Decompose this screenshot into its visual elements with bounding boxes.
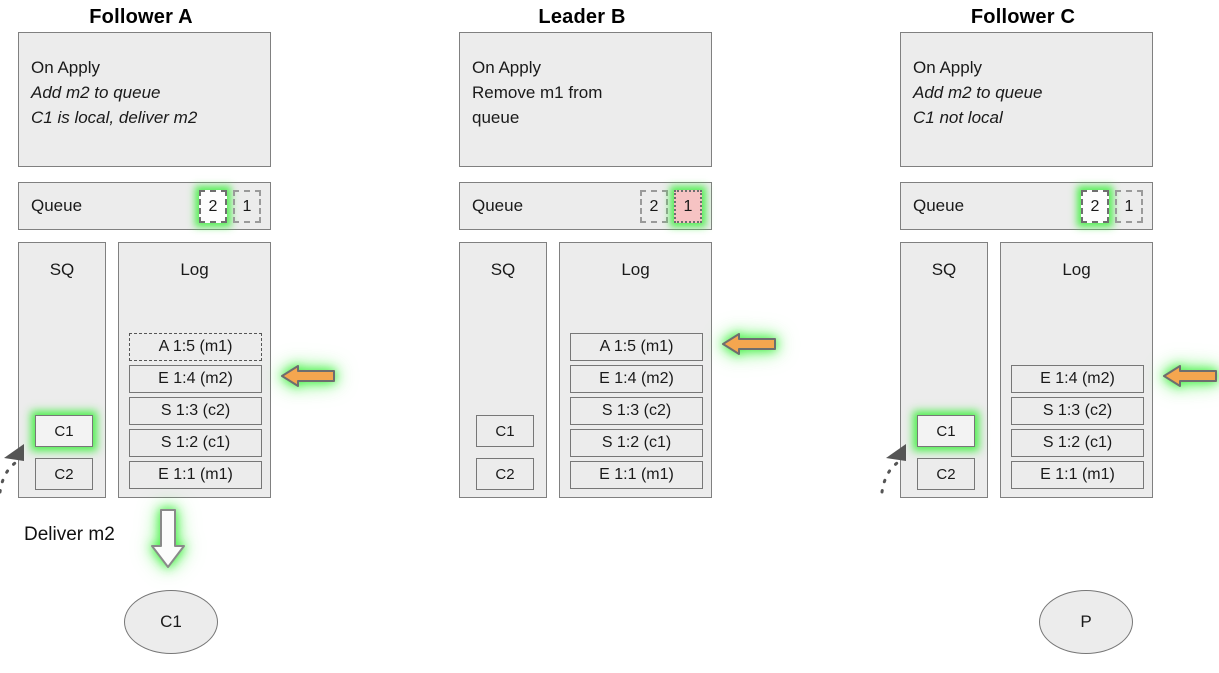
queue-label: Queue	[31, 196, 83, 215]
on-apply-text: On Apply Add m2 to queue C1 not local	[913, 55, 1042, 130]
queue-slot: 1	[233, 190, 261, 223]
queue-slots: 2 1	[640, 190, 702, 223]
sq-client-c2: C2	[917, 458, 975, 490]
log-entries: E 1:1 (m1) S 1:2 (c1) S 1:3 (c2) E 1:4 (…	[570, 333, 703, 489]
log-header: Log	[621, 260, 650, 279]
on-apply-line-2: Add m2 to queue	[31, 83, 161, 102]
log-panel: Log E 1:1 (m1) S 1:2 (c1) S 1:3 (c2) E 1…	[118, 242, 271, 498]
sq-panel: SQ C1 C2	[900, 242, 988, 498]
node-column-follower-c: Follower C On Apply Add m2 to queue C1 n…	[880, 0, 1217, 673]
on-apply-panel: On Apply Add m2 to queue C1 not local	[900, 32, 1153, 167]
log-header: Log	[180, 260, 209, 279]
on-apply-line-3: C1 not local	[913, 108, 1003, 127]
sq-client-c1: C1	[476, 415, 534, 447]
log-panel: Log E 1:1 (m1) S 1:2 (c1) S 1:3 (c2) E 1…	[1000, 242, 1153, 498]
sq-panel: SQ C1 C2	[459, 242, 547, 498]
column-title: Follower A	[89, 6, 193, 28]
sq-header: SQ	[490, 260, 516, 279]
on-apply-text: On Apply Add m2 to queue C1 is local, de…	[31, 55, 197, 130]
column-title: Follower C	[970, 6, 1076, 28]
queue-slot: 1	[1115, 190, 1143, 223]
on-apply-line-3: queue	[472, 108, 520, 127]
queue-slots: 2 1	[1081, 190, 1143, 223]
queue-panel: Queue 2 1	[18, 182, 271, 230]
apply-pointer-arrow-icon	[280, 362, 336, 390]
column-title: Leader B	[538, 6, 626, 28]
session-pointer-icon	[878, 420, 914, 500]
log-panel: Log E 1:1 (m1) S 1:2 (c1) S 1:3 (c2) E 1…	[559, 242, 712, 498]
node-column-follower-a: Follower A On Apply Add m2 to queue C1 i…	[0, 0, 335, 673]
log-entries: E 1:1 (m1) S 1:2 (c1) S 1:3 (c2) E 1:4 (…	[1011, 365, 1144, 489]
queue-slot: 2	[640, 190, 668, 223]
sq-client-c2: C2	[476, 458, 534, 490]
queue-slots: 2 1	[199, 190, 261, 223]
queue-panel: Queue 2 1	[459, 182, 712, 230]
queue-label: Queue	[913, 196, 965, 215]
on-apply-header: On Apply	[472, 58, 541, 77]
sq-header: SQ	[931, 260, 957, 279]
log-header: Log	[1062, 260, 1091, 279]
apply-pointer-arrow-icon	[721, 330, 777, 358]
sq-client-c2: C2	[35, 458, 93, 490]
queue-slot: 2	[1081, 190, 1109, 223]
log-entry: E 1:4 (m2)	[129, 365, 262, 393]
deliver-label: Deliver m2	[24, 524, 115, 545]
sq-panel: SQ C1 C2	[18, 242, 106, 498]
queue-slot: 1	[674, 190, 702, 223]
log-entry: S 1:3 (c2)	[1011, 397, 1144, 425]
node-column-leader-b: Leader B On Apply Remove m1 from queue Q…	[451, 0, 1133, 673]
sq-header: SQ	[49, 260, 75, 279]
sq-client-c1: C1	[917, 415, 975, 447]
log-entry: S 1:3 (c2)	[129, 397, 262, 425]
log-entry: E 1:1 (m1)	[1011, 461, 1144, 489]
on-apply-header: On Apply	[31, 58, 100, 77]
on-apply-line-3: C1 is local, deliver m2	[31, 108, 198, 127]
log-entry: E 1:1 (m1)	[129, 461, 262, 489]
queue-panel: Queue 2 1	[900, 182, 1153, 230]
endpoint-node: C1	[124, 590, 218, 654]
log-entry: S 1:3 (c2)	[570, 397, 703, 425]
deliver-arrow-icon	[150, 508, 186, 570]
log-entry: S 1:2 (c1)	[1011, 429, 1144, 457]
log-entry: E 1:4 (m2)	[570, 365, 703, 393]
queue-slot: 2	[199, 190, 227, 223]
session-pointer-icon	[0, 420, 32, 500]
log-entry: E 1:1 (m1)	[570, 461, 703, 489]
log-entries: E 1:1 (m1) S 1:2 (c1) S 1:3 (c2) E 1:4 (…	[129, 333, 262, 489]
log-entry: E 1:4 (m2)	[1011, 365, 1144, 393]
on-apply-panel: On Apply Add m2 to queue C1 is local, de…	[18, 32, 271, 167]
on-apply-header: On Apply	[913, 58, 982, 77]
sq-client-c1: C1	[35, 415, 93, 447]
queue-label: Queue	[472, 196, 524, 215]
endpoint-node: P	[1039, 590, 1133, 654]
on-apply-line-2: Add m2 to queue	[913, 83, 1043, 102]
log-entry: A 1:5 (m1)	[129, 333, 262, 361]
log-entry: S 1:2 (c1)	[570, 429, 703, 457]
on-apply-text: On Apply Remove m1 from queue	[472, 55, 602, 130]
apply-pointer-arrow-icon	[1162, 362, 1218, 390]
on-apply-panel: On Apply Remove m1 from queue	[459, 32, 712, 167]
log-entry: S 1:2 (c1)	[129, 429, 262, 457]
on-apply-line-2: Remove m1 from	[472, 83, 603, 102]
log-entry: A 1:5 (m1)	[570, 333, 703, 361]
